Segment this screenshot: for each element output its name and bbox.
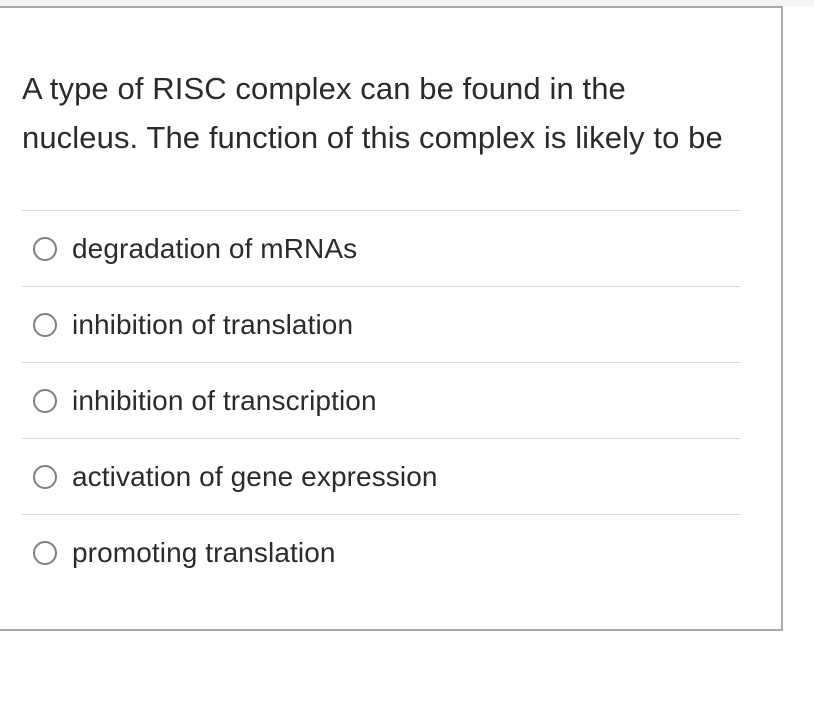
question-line-2: nucleus. The function of this complex is… [22,120,723,155]
question-line-1: A type of RISC complex can be found in t… [22,71,626,106]
option-label: promoting translation [72,536,336,568]
answer-option-5[interactable]: promoting translation [22,514,740,590]
answer-option-2[interactable]: inhibition of translation [22,286,740,362]
answer-options-list: degradation of mRNAs inhibition of trans… [22,210,740,590]
option-label: degradation of mRNAs [72,232,358,264]
question-text: A type of RISC complex can be found in t… [22,64,762,162]
answer-option-4[interactable]: activation of gene expression [22,438,740,514]
top-strip [0,0,814,6]
answer-option-3[interactable]: inhibition of transcription [22,362,740,438]
radio-button[interactable] [33,464,57,489]
option-label: inhibition of translation [72,308,354,340]
radio-button[interactable] [33,312,57,337]
radio-button[interactable] [33,388,57,413]
radio-button[interactable] [33,236,57,261]
radio-button[interactable] [33,540,57,565]
question-card: A type of RISC complex can be found in t… [0,6,783,631]
answer-option-1[interactable]: degradation of mRNAs [22,210,740,286]
option-label: activation of gene expression [72,460,438,492]
option-label: inhibition of transcription [72,384,377,416]
